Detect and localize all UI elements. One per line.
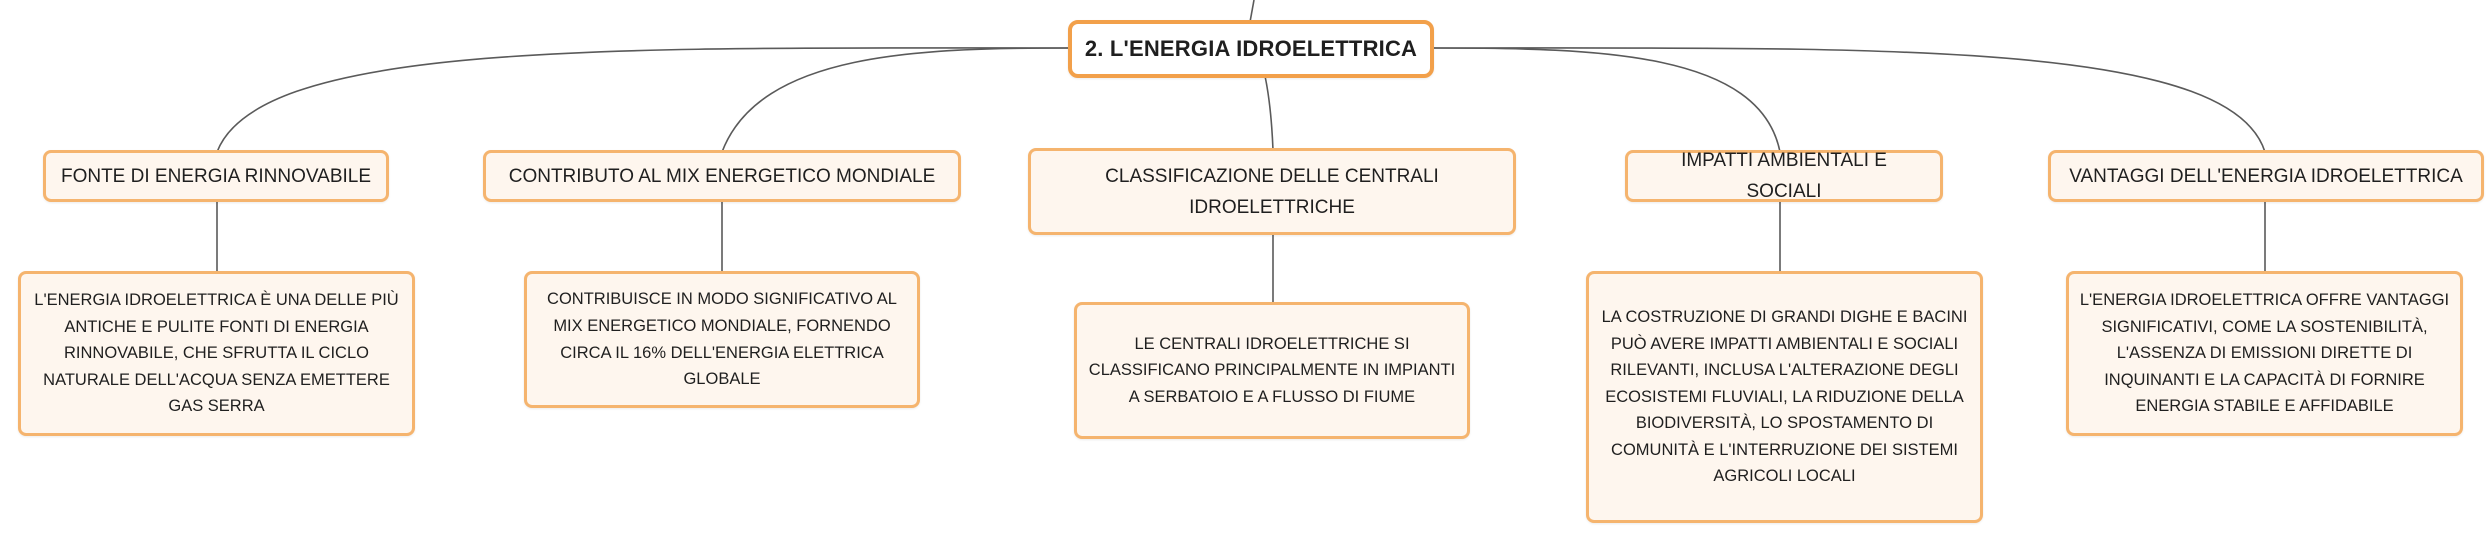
topic-renewable-source[interactable]: FONTE DI ENERGIA RINNOVABILE bbox=[43, 150, 389, 202]
detail-hydro-advantages[interactable]: L'ENERGIA IDROELETTRICA OFFRE VANTAGGI S… bbox=[2066, 271, 2463, 436]
connector-root-topic-5 bbox=[1433, 47, 2266, 153]
detail-global-energy-mix[interactable]: CONTRIBUISCE IN MODO SIGNIFICATIVO AL MI… bbox=[524, 271, 920, 408]
detail-plant-classification[interactable]: LE CENTRALI IDROELETTRICHE SI CLASSIFICA… bbox=[1074, 302, 1470, 439]
root-topic[interactable]: 2. L'ENERGIA IDROELETTRICA bbox=[1068, 20, 1434, 78]
detail-renewable-source[interactable]: L'ENERGIA IDROELETTRICA È UNA DELLE PIÙ … bbox=[18, 271, 415, 436]
topic-plant-classification[interactable]: CLASSIFICAZIONE DELLE CENTRALI IDROELETT… bbox=[1028, 148, 1516, 235]
connector-root-topic-1 bbox=[216, 47, 1071, 153]
connector-root-topic-3 bbox=[1264, 75, 1274, 151]
connector-root-topic-2 bbox=[721, 47, 1071, 153]
topic-environmental-social-impacts[interactable]: IMPATTI AMBIENTALI E SOCIALI bbox=[1625, 150, 1943, 202]
topic-hydro-advantages[interactable]: VANTAGGI DELL'ENERGIA IDROELETTRICA bbox=[2048, 150, 2484, 202]
connector-root-topic-4 bbox=[1433, 47, 1781, 153]
connector-parent bbox=[1249, 0, 1255, 23]
topic-global-energy-mix[interactable]: CONTRIBUTO AL MIX ENERGETICO MONDIALE bbox=[483, 150, 961, 202]
detail-environmental-social-impacts[interactable]: LA COSTRUZIONE DI GRANDI DIGHE E BACINI … bbox=[1586, 271, 1983, 523]
